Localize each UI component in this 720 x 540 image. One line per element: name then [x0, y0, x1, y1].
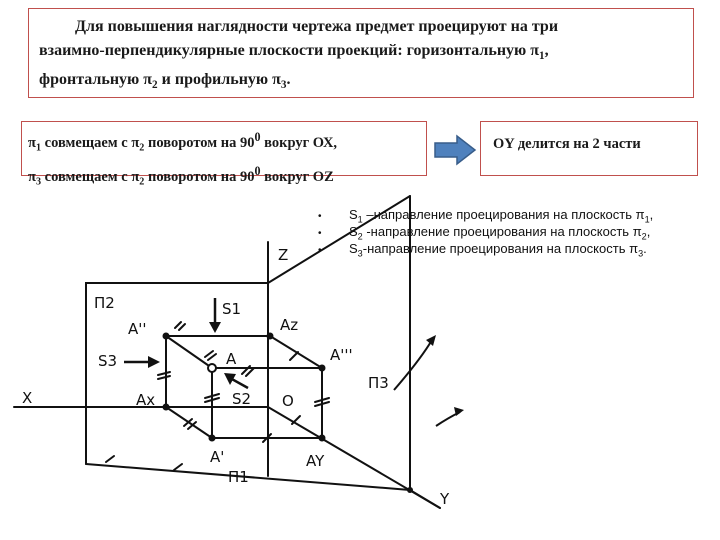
line-az-a3 — [269, 335, 323, 369]
label-s1: S1 — [222, 300, 241, 318]
label-a3: A''' — [330, 346, 353, 364]
oy-note-text: OY делится на 2 части — [493, 136, 641, 152]
label-s2: S2 — [232, 390, 251, 408]
oy-note-box: OY делится на 2 части — [480, 121, 698, 176]
label-s3: S3 — [98, 352, 117, 370]
label-y: Y — [439, 490, 450, 508]
plane-pi2-outline — [85, 282, 269, 465]
label-az: Az — [280, 316, 298, 334]
label-ay: AY — [306, 452, 325, 470]
rotation-rule-1: π1 совмещаем с π2 поворотом на 900 вокру… — [28, 130, 338, 154]
intro-text-box: Для повышения наглядности чертежа предме… — [28, 8, 694, 98]
rotation-rule-2: π3 совмещаем с π2 поворотом на 900 вокру… — [28, 163, 334, 188]
intro-line-1: Для повышения наглядности чертежа предме… — [75, 18, 559, 35]
label-a1: A' — [210, 448, 224, 466]
label-a2: A'' — [128, 320, 147, 338]
label-z: Z — [278, 246, 288, 264]
label-ax: Ax — [136, 391, 155, 409]
label-pi3: Π3 — [368, 374, 389, 392]
plane-pi1-bottom-edge — [85, 463, 411, 491]
right-arrow-icon — [434, 134, 477, 166]
intro-line-3: фронтальную π2 и профильную π3. — [39, 71, 291, 92]
direction-item-s1: •S1 –направление проецирования на плоско… — [318, 207, 654, 225]
projection-diagram: Z X Y O Π2 Π1 Π3 S1 S2 S3 Az Ax AY A A''… — [13, 195, 464, 509]
axis-y-extension — [409, 489, 441, 509]
label-o: O — [282, 392, 294, 410]
label-a: A — [226, 350, 237, 368]
line-a2-a — [165, 335, 213, 369]
label-x: X — [22, 389, 32, 407]
plane-pi3-top-edge — [267, 195, 411, 284]
label-pi2: Π2 — [94, 294, 115, 312]
label-pi1: Π1 — [228, 468, 249, 486]
rotation-rules-box: π1 совмещаем с π2 поворотом на 900 вокру… — [21, 121, 427, 187]
intro-line-2: взаимно-перпендикулярные плоскости проек… — [39, 42, 549, 63]
